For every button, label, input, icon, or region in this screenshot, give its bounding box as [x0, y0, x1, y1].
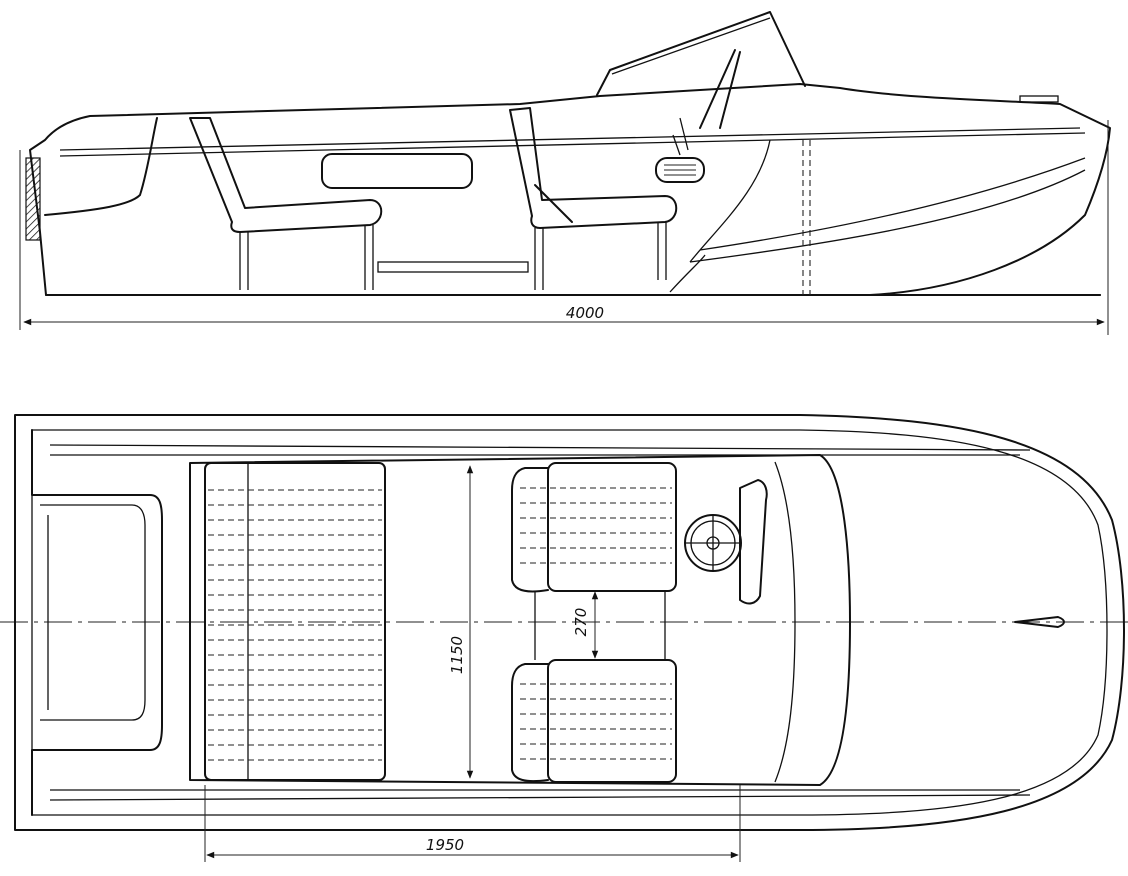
- side-deck-upper: [49, 444, 1031, 451]
- chine-upper: [699, 157, 1086, 251]
- rub-rail: [59, 132, 1086, 157]
- dashboard: [774, 461, 796, 783]
- side-deck-lower: [49, 794, 1031, 801]
- length-label: 1950: [426, 836, 464, 854]
- width-label: 1150: [448, 636, 466, 674]
- rear-seat: [189, 117, 383, 233]
- overall-length-label: 4000: [566, 304, 604, 322]
- side-window: [321, 153, 473, 189]
- hull-outline: [29, 83, 1111, 296]
- gap-label: 270: [572, 608, 590, 637]
- rear-bench: [204, 462, 386, 781]
- engine-well-inner: [40, 504, 146, 721]
- chine-lower: [689, 169, 1086, 263]
- windscreen: [596, 11, 806, 96]
- seat-lever: [534, 184, 573, 223]
- engine-box: [44, 117, 158, 216]
- engine-well: [31, 429, 163, 816]
- front-seat: [509, 107, 678, 229]
- transom: [25, 157, 41, 241]
- bow-flare: [689, 139, 771, 263]
- cockpit: [189, 454, 851, 786]
- aisle: [534, 591, 666, 660]
- gunwale-inner: [31, 429, 1108, 816]
- side-view: 4000: [19, 11, 1111, 335]
- steering-wheel: [699, 49, 736, 129]
- sheer-line: [59, 127, 1081, 151]
- hull-plan-outline: [14, 414, 1125, 831]
- front-seat-right: [547, 659, 677, 783]
- steering-wheel-plan: [684, 514, 742, 572]
- floor-rail: [377, 261, 529, 273]
- bow-cleat: [1019, 95, 1059, 103]
- throttle-lever: [679, 117, 689, 151]
- stem-line: [669, 254, 706, 293]
- rear-bench-slats: [208, 489, 382, 761]
- windscreen-plan: [739, 479, 768, 605]
- bow-fitting: [1014, 616, 1065, 628]
- front-seat-left: [547, 462, 677, 592]
- plan-view: 1150 270 1950: [0, 414, 1128, 862]
- vent-grille: [655, 157, 705, 183]
